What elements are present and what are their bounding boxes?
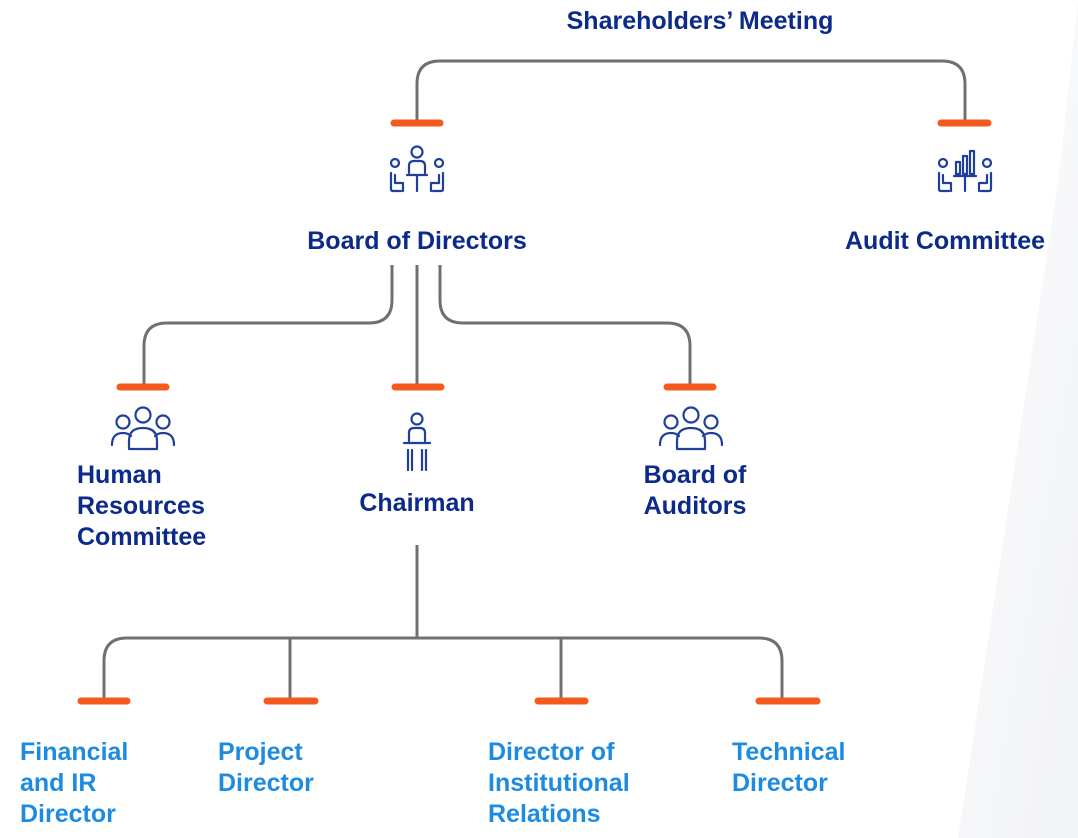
hr-committee-line-2: Resources xyxy=(77,492,205,520)
board-of-auditors-line-2: Auditors xyxy=(643,492,747,520)
board-meeting-icon xyxy=(388,145,446,195)
hr-committee-label: Human Resources Committee xyxy=(77,460,206,553)
hr-committee-line-3: Committee xyxy=(77,523,207,551)
connector-board-of-auditors xyxy=(438,265,692,386)
financial-ir-director-line-2: and IR xyxy=(20,769,97,797)
financial-ir-director-label: Financial and IR Director xyxy=(20,737,128,830)
board-of-auditors-label: Board of Auditors xyxy=(610,460,780,522)
group-icon xyxy=(110,405,176,451)
connector-hr-committee xyxy=(142,265,394,386)
institutional-director-line-1: Director of xyxy=(488,738,615,766)
speaker-podium-icon xyxy=(400,412,434,474)
shareholders-meeting-label: Shareholders’ Meeting xyxy=(566,7,834,35)
project-director-line-1: Project xyxy=(218,738,303,766)
technical-director-line-1: Technical xyxy=(732,738,846,766)
project-director-line-2: Director xyxy=(218,769,314,797)
group-icon xyxy=(658,405,724,451)
connector-shareholders xyxy=(415,59,967,122)
project-director-label: Project Director xyxy=(218,737,314,799)
technical-director-line-2: Director xyxy=(732,769,828,797)
institutional-director-line-3: Relations xyxy=(488,800,601,828)
institutional-director-line-2: Institutional xyxy=(488,769,630,797)
board-of-auditors-line-1: Board of xyxy=(643,461,747,489)
audit-committee-label: Audit Committee xyxy=(845,227,1045,255)
chairman-label: Chairman xyxy=(359,489,475,517)
board-of-directors-label: Board of Directors xyxy=(307,227,527,255)
connector-directors-bus xyxy=(102,636,784,700)
institutional-director-label: Director of Institutional Relations xyxy=(488,737,630,830)
technical-director-label: Technical Director xyxy=(732,737,845,799)
audit-meeting-icon xyxy=(936,148,994,198)
hr-committee-line-1: Human xyxy=(77,461,162,489)
financial-ir-director-line-1: Financial xyxy=(20,738,129,766)
financial-ir-director-line-3: Director xyxy=(20,800,116,828)
